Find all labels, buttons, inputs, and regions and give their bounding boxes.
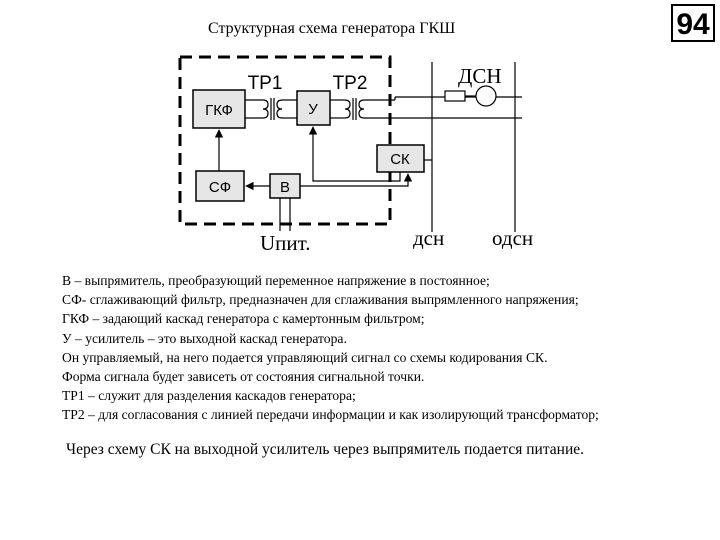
block-u-label: У	[308, 101, 318, 118]
label-upit: Uпит.	[260, 231, 311, 255]
legend-item-sf: СФ- сглаживающий фильтр, предназначен дл…	[62, 292, 579, 308]
block-v-label: В	[280, 179, 290, 196]
dsn-circle	[475, 85, 497, 107]
legend-item-tr2: ТР2 – для согласования с линией передачи…	[62, 407, 599, 423]
legend-list: В – выпрямитель, преобразующий переменно…	[62, 271, 599, 425]
label-tr1: ТР1	[248, 73, 283, 94]
legend-item-u-control: Он управляемый, на него подается управля…	[62, 349, 548, 365]
block-sf	[195, 170, 245, 202]
dsn-resistor	[444, 90, 466, 102]
slide-number-badge: 94	[671, 4, 715, 42]
label-tr2: ТР2	[333, 73, 368, 94]
block-sk-label: СК	[390, 151, 410, 168]
label-dsn-bottom: дсн	[413, 226, 444, 250]
sk-to-u-arrow	[308, 126, 401, 182]
block-u	[296, 90, 331, 126]
legend-item-gkf: ГКФ – задающий каскад генератора с камер…	[62, 311, 425, 327]
page-title: Структурная схема генератора ГКШ	[208, 20, 456, 37]
v-to-sk-arrow	[300, 173, 413, 187]
label-dsn-top: ДСН	[458, 64, 502, 88]
block-gkf	[192, 89, 246, 129]
generator-enclosure	[178, 55, 392, 226]
transformer-tr1	[245, 98, 297, 120]
output-lines	[364, 96, 522, 119]
label-odsn: одсн	[492, 226, 533, 250]
transformer-tr2	[330, 98, 365, 120]
block-gkf-label: ГКФ	[205, 102, 233, 119]
legend-item-signal-form: Форма сигнала будет зависеть от состояни…	[62, 369, 425, 385]
power-note: Через схему СК на выходной усилитель чер…	[66, 441, 585, 458]
legend-item-tr1: ТР1 – служит для разделения каскадов ген…	[62, 388, 356, 404]
block-sf-label: СФ	[209, 179, 231, 196]
block-v	[269, 173, 301, 199]
legend-item-u: У – усилитель – это выходной каскад гене…	[62, 330, 347, 346]
legend-item-v: В – выпрямитель, преобразующий переменно…	[62, 273, 490, 288]
